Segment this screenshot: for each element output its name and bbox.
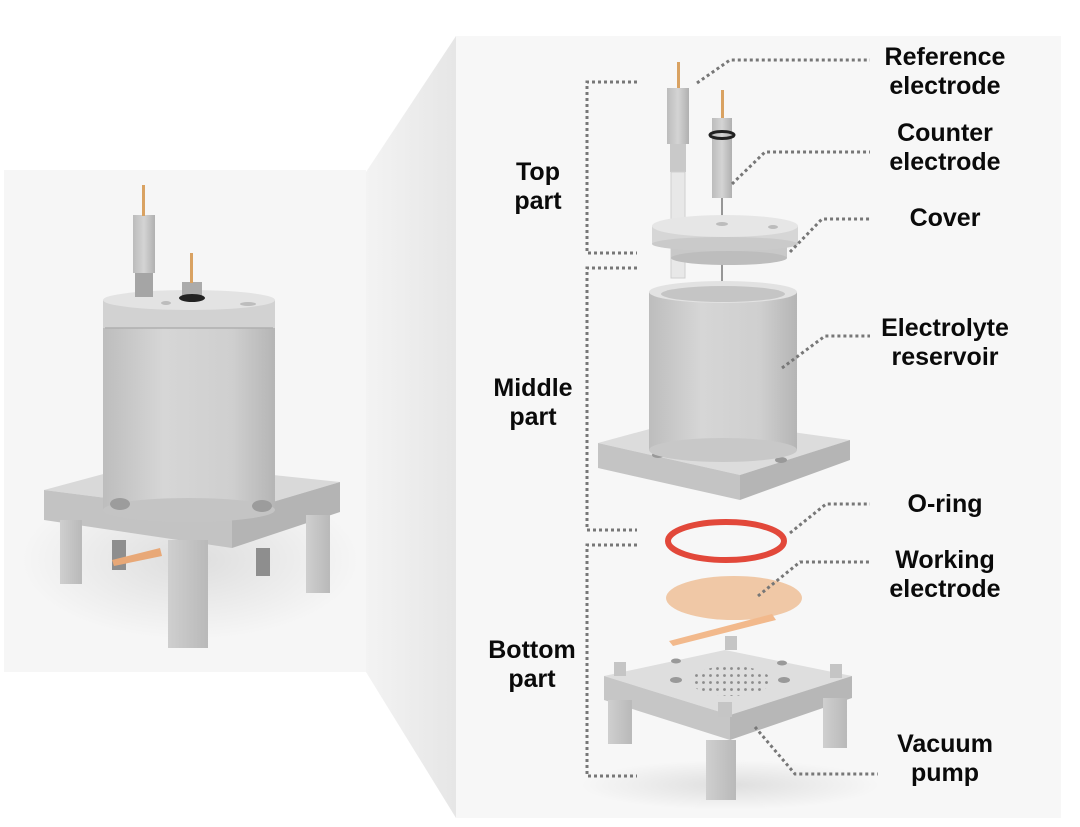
assembled-leg xyxy=(168,540,208,648)
group-label-top: Top part xyxy=(490,158,586,216)
leader-vacuum-pump xyxy=(753,726,878,776)
component-label-vacuum-pump: Vacuum pump xyxy=(870,730,1020,788)
assembled-base-side xyxy=(232,482,340,548)
bracket-middle xyxy=(585,266,637,532)
component-label-line: Reference xyxy=(884,43,1006,71)
component-label-working-electrode: Working electrode xyxy=(870,546,1020,604)
component-label-line: electrode xyxy=(889,148,1001,176)
assembled-counter-pin xyxy=(190,253,193,283)
assembled-leg-back xyxy=(256,548,270,576)
assembled-cell xyxy=(20,185,360,648)
leader-reference-electrode xyxy=(696,58,870,85)
group-label-middle: Middle part xyxy=(480,374,586,432)
component-label-line: electrode xyxy=(889,575,1001,603)
zoom-connector xyxy=(366,36,456,818)
group-label-line: Top xyxy=(516,158,560,186)
component-label-counter-electrode: Counter electrode xyxy=(870,119,1020,177)
component-label-line: Vacuum xyxy=(897,730,993,758)
component-label-line: Working xyxy=(895,546,995,574)
assembled-copper-tab xyxy=(112,548,162,566)
o-ring-part xyxy=(665,519,787,563)
assembled-leg xyxy=(60,520,82,584)
component-label-o-ring: O-ring xyxy=(870,490,1020,519)
bracket-bottom xyxy=(585,543,637,778)
group-label-line: Middle xyxy=(493,374,573,402)
component-label-electrolyte-reservoir: Electrolyte reservoir xyxy=(866,314,1024,372)
leader-lines xyxy=(585,58,878,778)
group-label-line: part xyxy=(508,665,556,693)
electrolyte-reservoir-part xyxy=(598,281,850,500)
group-label-line: part xyxy=(509,403,557,431)
leader-working-electrode xyxy=(757,560,870,598)
component-label-line: reservoir xyxy=(891,343,999,371)
leader-counter-electrode xyxy=(730,150,870,186)
component-label-reference-electrode: Reference electrode xyxy=(870,43,1020,101)
vacuum-pump-part xyxy=(580,636,880,810)
assembled-reference-electrode xyxy=(133,215,155,273)
component-label-line: Electrolyte xyxy=(881,314,1009,342)
component-label-line: Cover xyxy=(909,204,981,232)
component-label-cover: Cover xyxy=(870,204,1020,233)
component-label-line: pump xyxy=(910,759,980,787)
group-label-bottom: Bottom part xyxy=(476,636,588,694)
cover-part xyxy=(652,215,798,265)
component-label-line: O-ring xyxy=(907,490,983,518)
component-label-line: electrode xyxy=(889,72,1001,100)
assembled-leg xyxy=(306,515,330,593)
assembled-reference-pin xyxy=(142,185,145,216)
assembled-cylinder xyxy=(103,310,275,510)
assembled-counter-electrode xyxy=(182,282,202,298)
group-label-line: part xyxy=(514,187,562,215)
group-label-line: Bottom xyxy=(488,636,576,664)
bracket-top xyxy=(585,80,637,255)
component-label-line: Counter xyxy=(897,119,993,147)
